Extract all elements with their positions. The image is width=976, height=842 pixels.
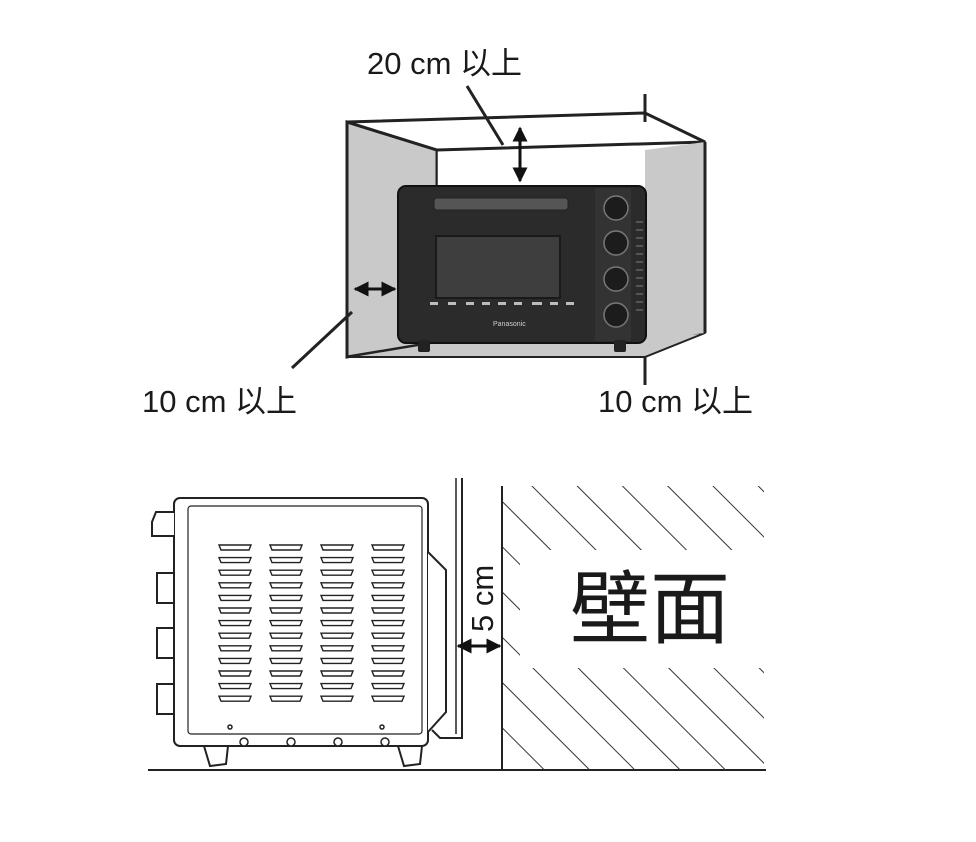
vent-slot xyxy=(319,632,355,639)
vent-slot xyxy=(217,682,253,690)
vent-slot xyxy=(370,607,406,614)
oven-bottom-bolts xyxy=(227,724,390,747)
vent-slot xyxy=(268,594,304,602)
rear-clearance-label: 5 cm xyxy=(465,565,500,632)
vent-slot xyxy=(217,544,253,551)
vent-slot xyxy=(268,670,304,677)
vent-slot xyxy=(370,645,406,652)
vent-slot xyxy=(370,670,406,677)
oven-window xyxy=(435,235,561,299)
vent-slot xyxy=(370,544,406,551)
vent-slot xyxy=(370,695,406,702)
side-view: 5 cm 壁面 xyxy=(148,478,766,771)
vent-slot xyxy=(217,569,253,576)
vent-slot xyxy=(319,682,355,690)
vent-slot xyxy=(370,657,406,665)
oven-handle xyxy=(433,197,569,211)
vent-slot xyxy=(268,544,304,551)
oven-knobs xyxy=(603,195,629,328)
oven-front: Panasonic xyxy=(397,185,647,352)
vent-slot xyxy=(370,556,406,564)
vent-slot xyxy=(370,619,406,627)
vent-slot xyxy=(268,645,304,652)
vent-slot xyxy=(319,556,355,564)
vent-slot xyxy=(217,607,253,614)
vent-slot xyxy=(319,645,355,652)
vent-slot xyxy=(268,619,304,627)
vent-slot xyxy=(370,682,406,690)
vent-slot xyxy=(217,594,253,602)
oven-side-vents xyxy=(636,221,643,311)
vent-slot xyxy=(319,582,355,589)
vent-slot xyxy=(217,556,253,564)
vent-slot xyxy=(217,645,253,652)
vent-slot xyxy=(217,619,253,627)
vent-slot xyxy=(370,582,406,589)
wall: 壁面 xyxy=(501,486,764,770)
oven-side-body xyxy=(151,478,463,768)
vent-slot xyxy=(319,657,355,665)
wall-label: 壁面 xyxy=(570,563,730,656)
left-leader-line xyxy=(290,310,354,370)
oven-foot-left xyxy=(418,340,430,352)
vent-slot xyxy=(217,632,253,639)
vent-slot xyxy=(217,670,253,677)
oven-rear-bump xyxy=(427,551,447,733)
vent-slot xyxy=(217,657,253,665)
vent-slot xyxy=(268,682,304,690)
vent-slot xyxy=(370,594,406,602)
vent-slot xyxy=(370,632,406,639)
vent-slot xyxy=(268,569,304,576)
vent-slot xyxy=(319,670,355,677)
vent-slot xyxy=(268,632,304,639)
oven-side-knobs xyxy=(151,511,175,715)
vent-slot xyxy=(370,569,406,576)
enclosure-right-shade xyxy=(645,142,705,340)
top-clearance-label: 20 cm 以上 xyxy=(367,46,522,81)
vent-slot xyxy=(217,582,253,589)
oven-side-feet xyxy=(202,745,424,768)
vent-slot xyxy=(268,582,304,589)
oven-foot-right xyxy=(614,340,626,352)
oven-vent-slots xyxy=(217,544,406,702)
vent-slot xyxy=(268,695,304,702)
power-cord xyxy=(431,478,463,739)
vent-slot xyxy=(319,594,355,602)
vent-slot xyxy=(268,556,304,564)
right-clearance-label: 10 cm 以上 xyxy=(598,384,753,419)
wall-label-background xyxy=(520,550,764,668)
vent-slot xyxy=(268,657,304,665)
vent-slot xyxy=(319,569,355,576)
vent-slot xyxy=(319,619,355,627)
oven-brand: Panasonic xyxy=(493,321,526,328)
vent-slot xyxy=(217,695,253,702)
left-clearance-label: 10 cm 以上 xyxy=(142,384,297,419)
top-leader-line xyxy=(465,85,505,146)
vent-slot xyxy=(319,695,355,702)
vent-slot xyxy=(319,544,355,551)
vent-slot xyxy=(268,607,304,614)
clearance-enclosure-view: Panasonic xyxy=(142,46,753,419)
vent-slot xyxy=(319,607,355,614)
oven-function-labels xyxy=(430,302,574,305)
